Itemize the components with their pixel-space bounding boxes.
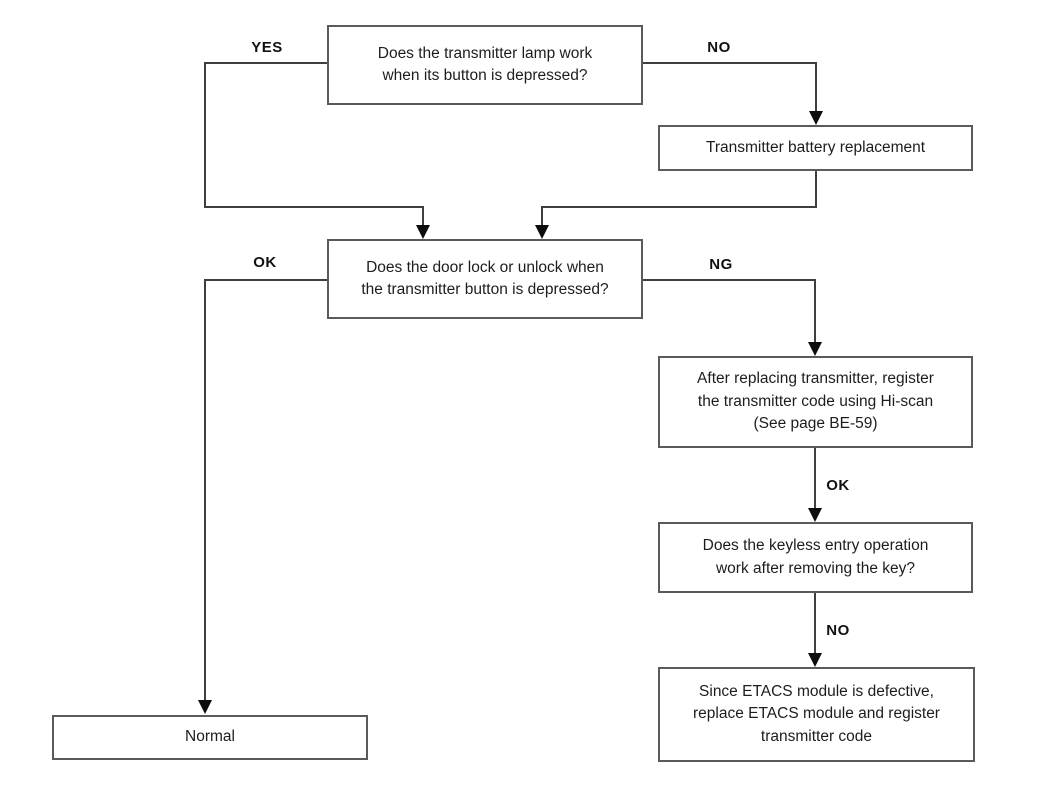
connector-ng-drop-to-hiscan: [814, 279, 816, 343]
connector-ng-horizontal-from-q2: [643, 279, 816, 281]
connector-yes-horizontal-to-q2: [204, 206, 424, 208]
connector-keyless-to-etacs: [814, 593, 816, 654]
node-transmitter-battery-replacement: Transmitter battery replacement: [658, 125, 973, 171]
edge-label-no-bottom: NO: [826, 622, 850, 639]
edge-label-ok-right: OK: [826, 477, 850, 494]
connector-hiscan-to-keyless: [814, 448, 816, 509]
arrowhead-no-into-battery: [809, 111, 823, 125]
edge-label-ng: NG: [709, 256, 733, 273]
node-normal-result: Normal: [52, 715, 368, 760]
node-transmitter-lamp-question: Does the transmitter lamp work when its …: [327, 25, 643, 105]
arrowhead-ok-into-keyless: [808, 508, 822, 522]
edge-label-ok-left: OK: [253, 254, 277, 271]
arrowhead-yes-into-q2: [416, 225, 430, 239]
arrowhead-battery-into-q2: [535, 225, 549, 239]
connector-yes-drop-to-q2: [422, 206, 424, 227]
edge-label-no-top: NO: [707, 39, 731, 56]
connector-ok-horizontal-from-q2: [204, 279, 328, 281]
node-keyless-entry-question: Does the keyless entry operation work af…: [658, 522, 973, 593]
edge-label-yes: YES: [251, 39, 283, 56]
connector-battery-drop-to-q2: [541, 206, 543, 227]
node-door-lock-unlock-question: Does the door lock or unlock when the tr…: [327, 239, 643, 319]
connector-battery-out-vertical: [815, 171, 817, 208]
node-replace-etacs-module: Since ETACS module is defective, replace…: [658, 667, 975, 762]
connector-yes-vertical: [204, 62, 206, 208]
connector-battery-horizontal: [541, 206, 817, 208]
connector-yes-horizontal-from-q1: [204, 62, 328, 64]
connector-ok-vertical-to-normal: [204, 279, 206, 701]
connector-no-drop-to-battery: [815, 62, 817, 112]
arrowhead-ng-into-hiscan: [808, 342, 822, 356]
node-register-transmitter-code: After replacing transmitter, register th…: [658, 356, 973, 448]
arrowhead-ok-into-normal: [198, 700, 212, 714]
connector-no-horizontal-from-q1: [643, 62, 817, 64]
arrowhead-no-into-etacs: [808, 653, 822, 667]
